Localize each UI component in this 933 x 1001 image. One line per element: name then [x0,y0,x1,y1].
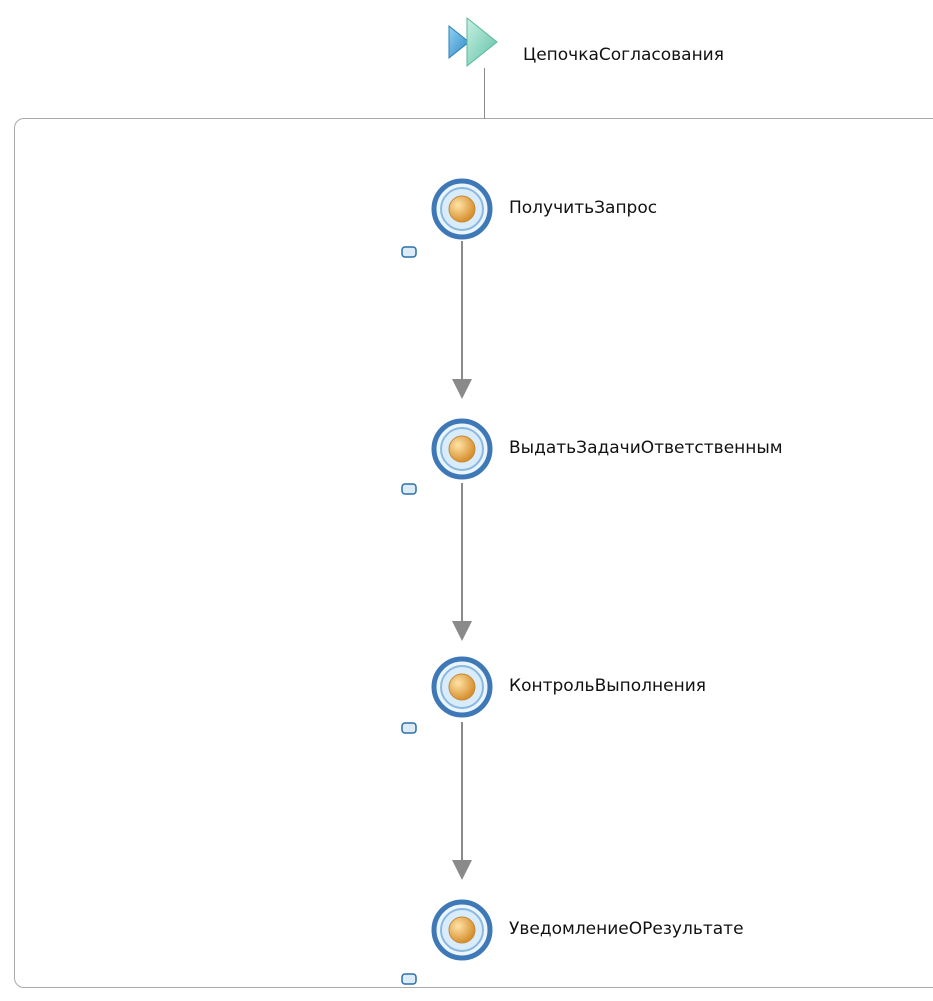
workflow-container [14,118,933,988]
activity-node-icon [431,656,493,718]
workflow-title[interactable]: ЦепочкаСогласования [523,45,724,65]
workflow-start-icon[interactable] [445,14,501,70]
activity-label: ВыдатьЗадачиОтветственным [509,438,783,458]
activity-handle-icon[interactable] [401,246,417,258]
activity-control-execution[interactable]: КонтрольВыполнения [401,655,910,734]
activity-label: ПолучитьЗапрос [509,198,658,218]
activity-node-icon [431,418,493,480]
activity-receive-request[interactable]: ПолучитьЗапрос [401,177,910,258]
start-connector-line [484,68,485,119]
activity-handle-icon[interactable] [401,483,417,495]
activity-node-icon [431,178,493,240]
activity-handle-icon[interactable] [401,973,417,985]
activity-label: КонтрольВыполнения [509,676,706,696]
activity-label: УведомлениеОРезультате [509,919,744,939]
activity-assign-tasks[interactable]: ВыдатьЗадачиОтветственным [401,417,910,495]
activity-notify-result[interactable]: УведомлениеОРезультате [401,898,910,985]
activity-handle-icon[interactable] [401,722,417,734]
activity-node-icon [431,899,493,961]
